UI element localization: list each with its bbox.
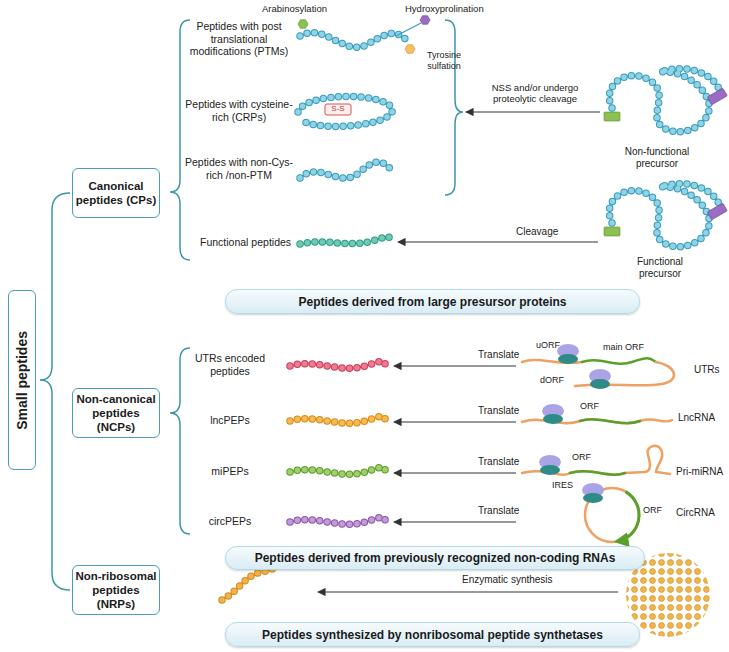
arrow-label: Translate <box>478 505 519 517</box>
orf-label: ORF <box>580 401 599 412</box>
brace <box>170 348 190 534</box>
orf-label: dORF <box>540 375 564 386</box>
process-arrow <box>394 421 516 422</box>
process-arrow <box>318 591 618 592</box>
node-text: Non-ribosomal peptides (NRPs) <box>75 569 157 611</box>
process-arrow <box>394 521 516 522</box>
arrow-label: Translate <box>478 349 519 361</box>
precursor-chain <box>609 184 720 247</box>
rna-label: LncRNA <box>678 412 715 424</box>
node-text: Small peptides <box>15 331 29 430</box>
hydroxyproline-mark <box>420 16 430 25</box>
root-box: Small peptides <box>8 290 36 470</box>
peptide-class-label: Peptides with post translational modific… <box>183 20 295 58</box>
node-text: Non-canonical peptides (NCPs) <box>75 392 157 434</box>
peptide-chain <box>300 237 394 244</box>
orf-segment <box>582 358 656 364</box>
orf-label: main ORF <box>603 342 644 353</box>
modification-link <box>396 23 421 36</box>
peptide-chain <box>298 96 392 126</box>
bond-label: S-S <box>325 104 351 114</box>
peptide-chain <box>290 361 388 368</box>
brace <box>445 20 463 195</box>
peptide-chain <box>300 237 394 244</box>
brace <box>40 193 70 590</box>
peptide-chain <box>290 517 388 524</box>
terminal-tag <box>707 88 727 105</box>
peptide-class-label: UTRs encoded peptides <box>190 352 270 377</box>
precursor-chain <box>609 184 720 247</box>
group-band: Peptides derived from previously recogni… <box>225 546 645 570</box>
peptide-chain <box>290 416 388 423</box>
peptide-chain <box>300 33 410 48</box>
signal-tag <box>604 112 620 121</box>
ribosome <box>557 344 579 364</box>
brace <box>170 20 190 260</box>
arrow-label: Translate <box>478 456 519 468</box>
peptide-class-label: lncPEPs <box>190 414 270 427</box>
ribosome <box>539 455 561 475</box>
ribosome <box>582 483 604 503</box>
peptide-chain <box>290 416 388 423</box>
peptide-chain <box>290 467 388 474</box>
category-box: Non-canonical peptides (NCPs) <box>72 388 160 438</box>
arrow-label: Cleavage <box>516 226 558 238</box>
precursor-chain <box>609 69 720 132</box>
node-text: Peptides synthesized by nonribosomal pep… <box>262 628 603 642</box>
rna-hairpin <box>522 446 670 475</box>
disulfide-box <box>325 104 351 115</box>
process-arrow <box>394 472 516 473</box>
ribosome <box>589 369 611 389</box>
orf-segment <box>580 419 640 423</box>
terminal-tag <box>707 203 727 220</box>
category-box: Non-ribosomal peptides (NRPs) <box>72 565 160 615</box>
arrow-label: Enzymatic synthesis <box>462 574 553 586</box>
node-text: Canonical peptides (CPs) <box>75 179 157 207</box>
peptide-chain <box>290 467 388 474</box>
rna-label: UTRs <box>694 364 720 376</box>
ires-label: IRES <box>552 480 573 491</box>
modification-label: Arabinosylation <box>262 3 327 14</box>
process-arrow <box>394 365 516 366</box>
peptide-chain <box>290 517 388 524</box>
precursor-chain <box>609 69 720 132</box>
peptide-chain <box>300 33 410 48</box>
peptide-class-label: miPEPs <box>190 465 270 478</box>
peptide-class-label: circPEPs <box>190 515 270 528</box>
precursor-label: Non-functional precursor <box>612 146 702 170</box>
orf-label: ORF <box>643 505 662 516</box>
peptide-class-label: Peptides with non-Cys-rich /non-PTM <box>183 156 295 181</box>
peptide-chain <box>300 162 392 178</box>
process-arrow <box>466 111 600 112</box>
precursor-label: Functional precursor <box>625 256 695 280</box>
category-box: Canonical peptides (CPs) <box>72 168 160 218</box>
orf-arc <box>617 492 639 542</box>
group-band: Peptides synthesized by nonribosomal pep… <box>225 622 640 647</box>
node-text: Peptides derived from large presursor pr… <box>298 295 566 309</box>
peptide-chain <box>300 162 392 178</box>
signal-tag <box>604 227 620 236</box>
peptide-chain <box>290 361 388 368</box>
rna-label: CircRNA <box>676 507 715 519</box>
rna-label: Pri-miRNA <box>676 466 723 478</box>
modification-label: Hydroxyprolination <box>405 3 484 14</box>
process-arrow <box>398 241 598 242</box>
orf-segment <box>570 471 625 474</box>
peptide-class-label: Peptides with cysteine-rich (CRPs) <box>183 98 295 123</box>
modification-label: Tyrosine sulfation <box>418 50 470 72</box>
orf-label: ORF <box>572 452 591 463</box>
functional-precursor <box>604 184 727 247</box>
peptide-chain <box>298 96 392 126</box>
arabinose-mark <box>298 20 308 29</box>
arrow-label: NSS and/or undergo proteolytic cleavage <box>475 82 595 105</box>
ribosome <box>542 404 564 424</box>
orf-label: uORF <box>536 340 560 351</box>
node-text: Peptides derived from previously recogni… <box>255 551 616 565</box>
sulfation-mark <box>405 45 415 54</box>
group-band: Peptides derived from large presursor pr… <box>225 289 640 314</box>
peptide-class-label: Functional peptides <box>200 236 291 249</box>
arrow-label: Translate <box>478 405 519 417</box>
